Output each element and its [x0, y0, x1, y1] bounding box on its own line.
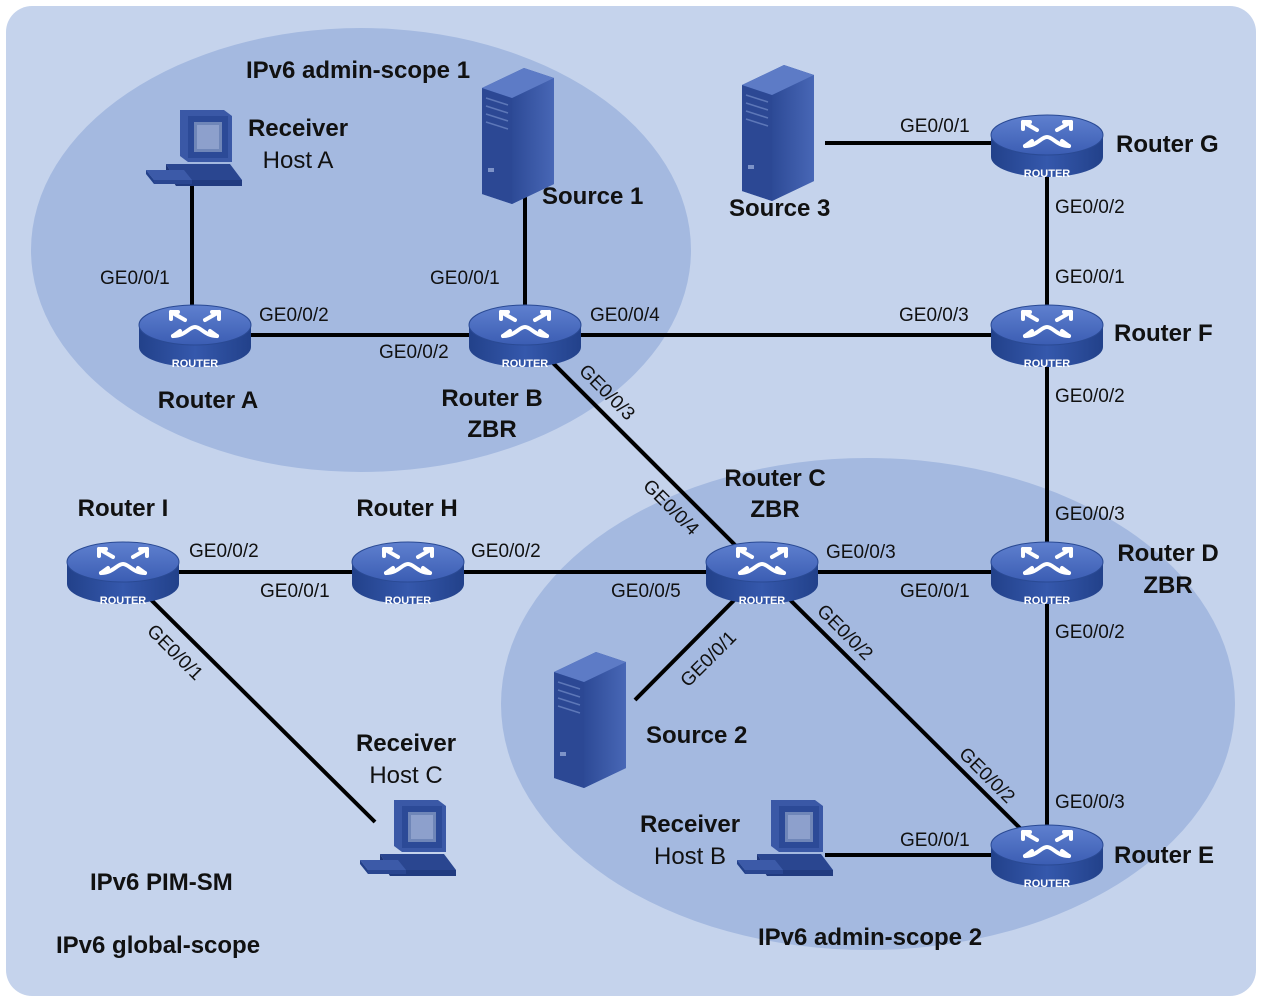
port-label: GE0/0/3 — [1055, 792, 1125, 813]
host-a-role: Receiver — [248, 115, 348, 142]
port-label: GE0/0/1 — [260, 581, 330, 602]
router-h: ROUTER — [350, 540, 466, 607]
port-label: GE0/0/4 — [590, 305, 660, 326]
port-label: GE0/0/1 — [1055, 267, 1125, 288]
router-badge: ROUTER — [1024, 358, 1071, 370]
admin-scope-1-label: IPv6 admin-scope 1 — [246, 57, 470, 84]
router-badge: ROUTER — [1024, 878, 1071, 890]
router-g-label: Router G — [1116, 131, 1219, 158]
host-c-role: Receiver — [356, 730, 456, 757]
source-3-server-icon — [741, 64, 815, 202]
router-e: ROUTER — [989, 823, 1105, 890]
router-d-label: Router D — [1117, 540, 1218, 567]
router-b: ROUTER — [467, 303, 583, 370]
port-label: GE0/0/1 — [430, 268, 500, 289]
source-2-server-icon — [553, 651, 627, 789]
port-label: GE0/0/3 — [899, 305, 969, 326]
port-label: GE0/0/1 — [900, 116, 970, 137]
router-b-label: Router B — [441, 385, 542, 412]
port-label: GE0/0/2 — [1055, 386, 1125, 407]
port-label: GE0/0/1 — [900, 581, 970, 602]
source-2-label: Source 2 — [646, 722, 747, 749]
port-label: GE0/0/3 — [826, 542, 896, 563]
router-e-label: Router E — [1114, 842, 1214, 869]
link-routerb-routerc — [523, 333, 764, 574]
router-badge: ROUTER — [172, 358, 219, 370]
port-label: GE0/0/2 — [379, 342, 449, 363]
router-c-label: Router C — [724, 465, 825, 492]
router-badge: ROUTER — [385, 595, 432, 607]
router-a-label: Router A — [158, 387, 258, 414]
host-c-name: Host C — [369, 762, 442, 789]
port-label: GE0/0/2 — [471, 541, 541, 562]
port-label: GE0/0/3 — [1055, 504, 1125, 525]
router-c: ROUTER — [704, 540, 820, 607]
router-g: ROUTER — [989, 113, 1105, 180]
router-i: ROUTER — [65, 540, 181, 607]
router-f: ROUTER — [989, 303, 1105, 370]
router-d: ROUTER — [989, 540, 1105, 607]
source-3-label: Source 3 — [729, 195, 830, 222]
port-label: GE0/0/1 — [100, 268, 170, 289]
port-label: GE0/0/5 — [611, 581, 681, 602]
port-label: GE0/0/2 — [189, 541, 259, 562]
router-c-role: ZBR — [750, 496, 799, 523]
link-routeri-hostc — [121, 570, 377, 824]
admin-scope-2-label: IPv6 admin-scope 2 — [758, 924, 982, 951]
admin-scope-1-zone — [31, 28, 691, 472]
router-badge: ROUTER — [1024, 168, 1071, 180]
source-1-label: Source 1 — [542, 183, 643, 210]
router-badge: ROUTER — [1024, 595, 1071, 607]
router-b-role: ZBR — [467, 416, 516, 443]
host-a-name: Host A — [263, 147, 334, 174]
port-label: GE0/0/1 — [900, 830, 970, 851]
global-scope-label: IPv6 global-scope — [56, 932, 260, 959]
port-label: GE0/0/2 — [1055, 197, 1125, 218]
host-b-role: Receiver — [640, 811, 740, 838]
router-f-label: Router F — [1114, 320, 1213, 347]
link-routerc-routere — [760, 570, 1049, 857]
pim-sm-label: IPv6 PIM-SM — [90, 869, 233, 896]
router-badge: ROUTER — [100, 595, 147, 607]
port-label: GE0/0/2 — [1055, 622, 1125, 643]
router-a: ROUTER — [137, 303, 253, 370]
host-b-name: Host B — [654, 843, 726, 870]
port-label: GE0/0/2 — [259, 305, 329, 326]
router-badge: ROUTER — [739, 595, 786, 607]
router-badge: ROUTER — [502, 358, 549, 370]
router-d-role: ZBR — [1143, 572, 1192, 599]
router-h-label: Router H — [356, 495, 457, 522]
router-i-label: Router I — [78, 495, 169, 522]
